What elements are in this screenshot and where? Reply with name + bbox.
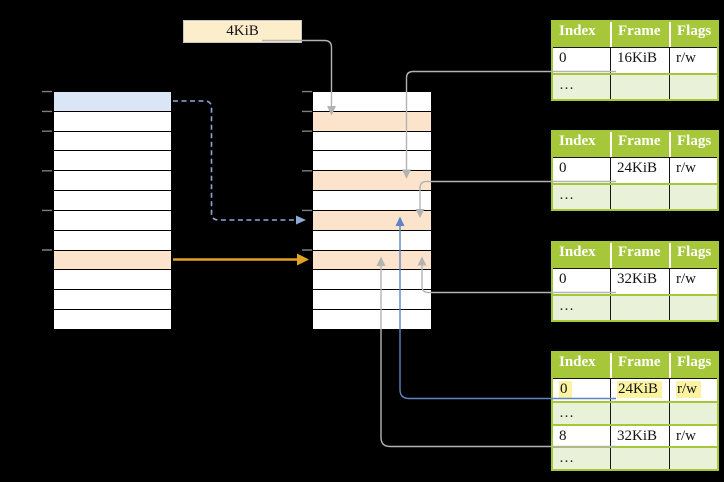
cell-index: …	[553, 403, 610, 424]
memory-row	[313, 131, 431, 152]
cell-index: …	[553, 185, 610, 209]
cell-frame: 24KiB	[610, 379, 669, 401]
column-header: Index	[559, 133, 596, 149]
page-table-row: …	[553, 294, 717, 320]
cell-flags	[669, 185, 717, 209]
column-header: Frame	[610, 132, 669, 157]
cell-flags: r/w	[669, 379, 717, 401]
memory-row	[54, 310, 171, 329]
cell-text: r/w	[676, 160, 696, 176]
cell-text: 8	[559, 427, 567, 444]
page-table-row: 0 24KiB r/w	[553, 378, 717, 401]
cell-flags	[669, 448, 717, 469]
cell-frame	[610, 185, 669, 209]
cell-frame: 24KiB	[610, 158, 669, 183]
memory-row	[313, 151, 431, 172]
cell-flags: r/w	[669, 425, 717, 447]
memory-row	[313, 92, 431, 112]
cell-flags: r/w	[669, 269, 717, 294]
cell-text: …	[559, 77, 574, 93]
cell-frame	[610, 402, 669, 424]
column-header: Frame	[610, 22, 669, 47]
memory-row	[54, 250, 171, 271]
cell-flags	[669, 75, 717, 99]
cell-flags	[669, 296, 717, 320]
cell-text: 0	[559, 271, 567, 287]
cell-text: 32KiB	[617, 271, 658, 287]
memory-row	[54, 270, 171, 291]
memory-row	[54, 290, 171, 311]
cell-text: 0	[559, 160, 567, 176]
cell-text: …	[559, 298, 574, 314]
cell-text: 24KiB	[617, 381, 663, 398]
cell-flags	[669, 402, 717, 424]
cell-frame: 16KiB	[610, 48, 669, 73]
cell-text: 0	[559, 381, 572, 398]
cell-flags: r/w	[669, 158, 717, 183]
cell-frame: 32KiB	[610, 269, 669, 294]
cell-index: …	[553, 296, 610, 320]
cell-index: 0	[553, 379, 610, 401]
cell-text: 16KiB	[617, 50, 658, 66]
cell-flags: r/w	[669, 48, 717, 73]
page-table-row: …	[553, 183, 717, 209]
cell-text: r/w	[676, 427, 696, 444]
column-header: Index	[559, 354, 596, 370]
page-size-label: 4KiB	[183, 20, 302, 43]
column-header: Index	[559, 244, 596, 260]
cell-text: 24KiB	[617, 160, 658, 176]
cell-frame: 32KiB	[610, 425, 669, 447]
cell-text: …	[559, 187, 574, 203]
cell-index: …	[553, 75, 610, 99]
cell-index: …	[553, 448, 610, 469]
cell-text: r/w	[676, 50, 696, 66]
page-table-row: …	[553, 73, 717, 99]
cell-text: …	[559, 404, 574, 421]
cell-frame	[610, 448, 669, 469]
cell-text: r/w	[676, 381, 701, 398]
memory-row	[313, 111, 431, 132]
cell-index: 0	[553, 269, 610, 294]
cell-text: …	[559, 450, 574, 467]
column-header: Frame	[610, 243, 669, 268]
cell-index: 0	[553, 158, 610, 183]
cell-index: 0	[553, 48, 610, 73]
cell-text: 32KiB	[617, 427, 658, 444]
column-header: Flags	[669, 132, 717, 157]
column-header: Flags	[669, 353, 717, 378]
memory-row	[313, 191, 431, 211]
page-table-row: …	[553, 400, 717, 424]
column-header: Index	[559, 23, 596, 39]
memory-row	[313, 171, 431, 192]
cell-index: 8	[553, 426, 610, 447]
cell-text: r/w	[676, 271, 696, 287]
column-header: Flags	[669, 243, 717, 268]
page-table-row: 8 32KiB r/w	[553, 423, 717, 447]
page-table-row: 0 24KiB r/w	[553, 157, 717, 183]
page-table-row: 0 32KiB r/w	[553, 268, 717, 294]
cell-frame	[610, 75, 669, 99]
cell-frame	[610, 296, 669, 320]
cell-text: 0	[559, 50, 567, 66]
page-table-row: …	[553, 446, 717, 469]
column-header: Flags	[669, 22, 717, 47]
column-header: Frame	[610, 353, 669, 378]
page-table-row: 0 16KiB r/w	[553, 47, 717, 73]
